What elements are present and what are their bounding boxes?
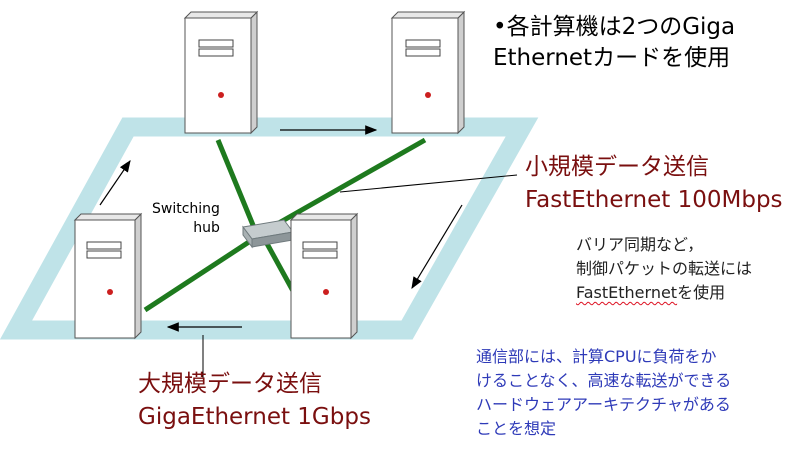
- large-data-title: 大規模データ送信 GigaEthernet 1Gbps: [138, 368, 371, 434]
- comm-line2: けることなく、高速な転送ができる: [476, 371, 732, 390]
- server-bottom-left: [73, 212, 143, 340]
- bullet-note: •各計算機は2つのGiga Ethernetカードを使用: [493, 12, 735, 74]
- server-top-right: [390, 10, 466, 135]
- arrow-left: [99, 160, 131, 206]
- barrier-line3: FastEthernetを使用: [576, 281, 752, 305]
- giga-ethernet-ring: [0, 117, 539, 340]
- small-data-title: 小規模データ送信 FastEthernet 100Mbps: [525, 151, 783, 217]
- bullet-line2: Ethernetカードを使用: [493, 45, 731, 71]
- fast-link-bottom-left: [143, 235, 257, 313]
- small-data-line2: FastEthernet 100Mbps: [525, 187, 783, 213]
- large-data-line1: 大規模データ送信: [138, 371, 322, 397]
- server-top-left: [183, 10, 259, 135]
- fast-link-top-right: [268, 137, 427, 231]
- callout-small-data: [339, 174, 518, 193]
- barrier-line2: 制御パケットの転送には: [576, 259, 753, 278]
- comm-line1: 通信部には、計算CPUに負荷をか: [476, 347, 717, 366]
- small-data-line1: 小規模データ送信: [525, 154, 709, 180]
- arrow-right: [411, 204, 463, 290]
- comm-line3: ハードウェアアーキテクチャがある: [476, 395, 731, 414]
- fast-link-top-left: [215, 139, 258, 231]
- barrier-highlight: FastEthernet: [576, 283, 678, 302]
- comm-line4: ことを想定: [476, 419, 557, 438]
- barrier-note: バリア同期など， 制御パケットの転送には FastEthernetを使用: [576, 233, 752, 305]
- server-bottom-right: [289, 212, 359, 340]
- hub-label: Switching hub: [152, 200, 220, 238]
- hub-label-line1: Switching: [152, 201, 220, 217]
- comm-note: 通信部には、計算CPUに負荷をか けることなく、高速な転送ができる ハードウェア…: [476, 345, 731, 441]
- bullet-line1: •各計算機は2つのGiga: [493, 14, 736, 40]
- barrier-line1: バリア同期など，: [576, 235, 704, 254]
- hub-label-line2: hub: [193, 220, 220, 236]
- callout-lines: [202, 174, 518, 378]
- flow-arrows: [99, 125, 463, 332]
- large-data-line2: GigaEthernet 1Gbps: [138, 404, 371, 430]
- barrier-line3-rest: を使用: [677, 283, 726, 302]
